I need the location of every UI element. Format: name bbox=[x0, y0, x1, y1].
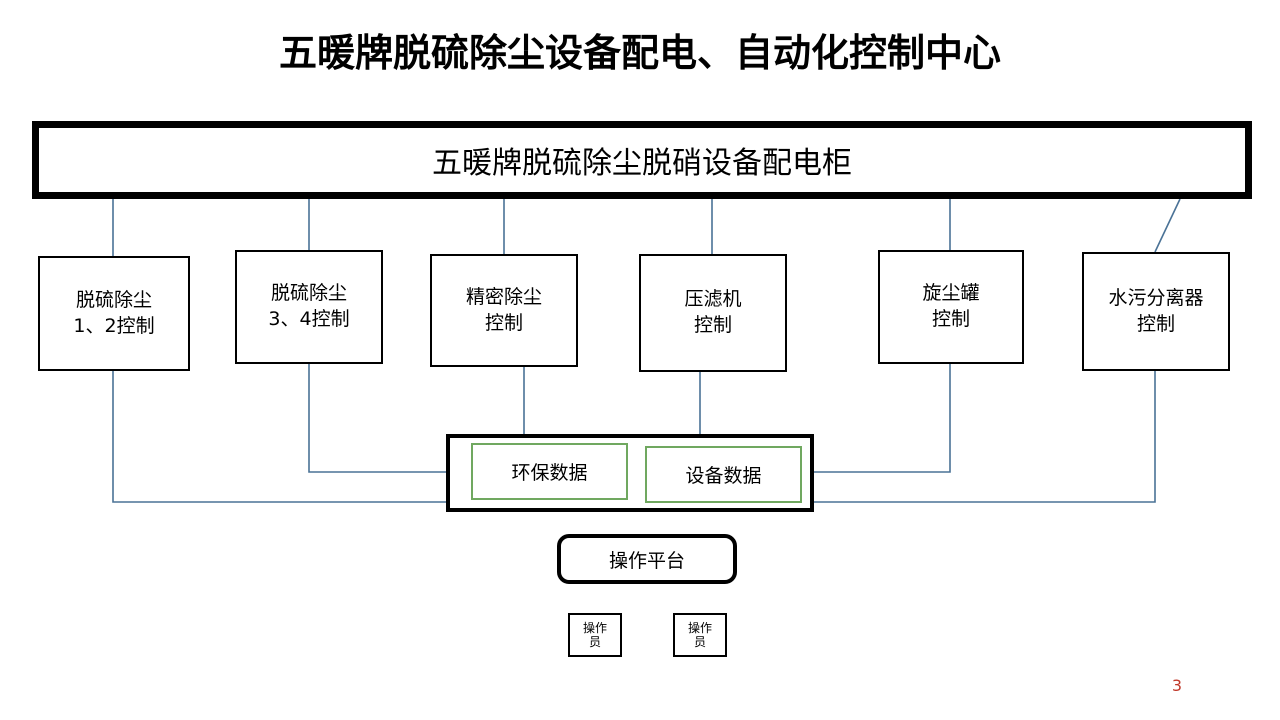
main-distribution-cabinet: 五暖牌脱硫除尘脱硝设备配电柜 bbox=[32, 121, 1252, 199]
operator-label: 操作 员 bbox=[582, 620, 607, 649]
node-label: 压滤机 控制 bbox=[684, 288, 742, 336]
operation-platform-label: 操作平台 bbox=[608, 549, 685, 572]
node-label: 水污分离器 控制 bbox=[1108, 286, 1204, 335]
node-water-sludge-separator: 水污分离器 控制 bbox=[1082, 252, 1230, 371]
page-title: 五暖牌脱硫除尘设备配电、自动化控制中心 bbox=[278, 31, 1001, 75]
node-filter-press: 压滤机 控制 bbox=[639, 254, 787, 372]
page-number: 3 bbox=[1171, 676, 1182, 695]
node-label: 精密除尘 控制 bbox=[465, 285, 542, 334]
node-desulfurization-3-4: 脱硫除尘 3、4控制 bbox=[235, 250, 383, 364]
data-box-label: 设备数据 bbox=[685, 465, 762, 487]
node-desulfurization-1-2: 脱硫除尘 1、2控制 bbox=[38, 256, 190, 371]
node-label: 脱硫除尘 1、2控制 bbox=[73, 288, 155, 337]
operator-box-1: 操作 员 bbox=[568, 613, 622, 657]
node-cyclone-tank: 旋尘罐 控制 bbox=[878, 250, 1024, 364]
operator-box-2: 操作 员 bbox=[673, 613, 727, 657]
node-label: 旋尘罐 控制 bbox=[922, 282, 980, 330]
node-label: 脱硫除尘 3、4控制 bbox=[268, 282, 350, 330]
main-distribution-cabinet-label: 五暖牌脱硫除尘脱硝设备配电柜 bbox=[432, 146, 852, 181]
operation-platform: 操作平台 bbox=[557, 534, 737, 584]
data-box-environmental: 环保数据 bbox=[471, 443, 628, 500]
operator-label: 操作 员 bbox=[687, 620, 712, 649]
data-box-label: 环保数据 bbox=[511, 462, 588, 484]
data-box-equipment: 设备数据 bbox=[645, 446, 802, 503]
node-precision-dust-removal: 精密除尘 控制 bbox=[430, 254, 578, 367]
